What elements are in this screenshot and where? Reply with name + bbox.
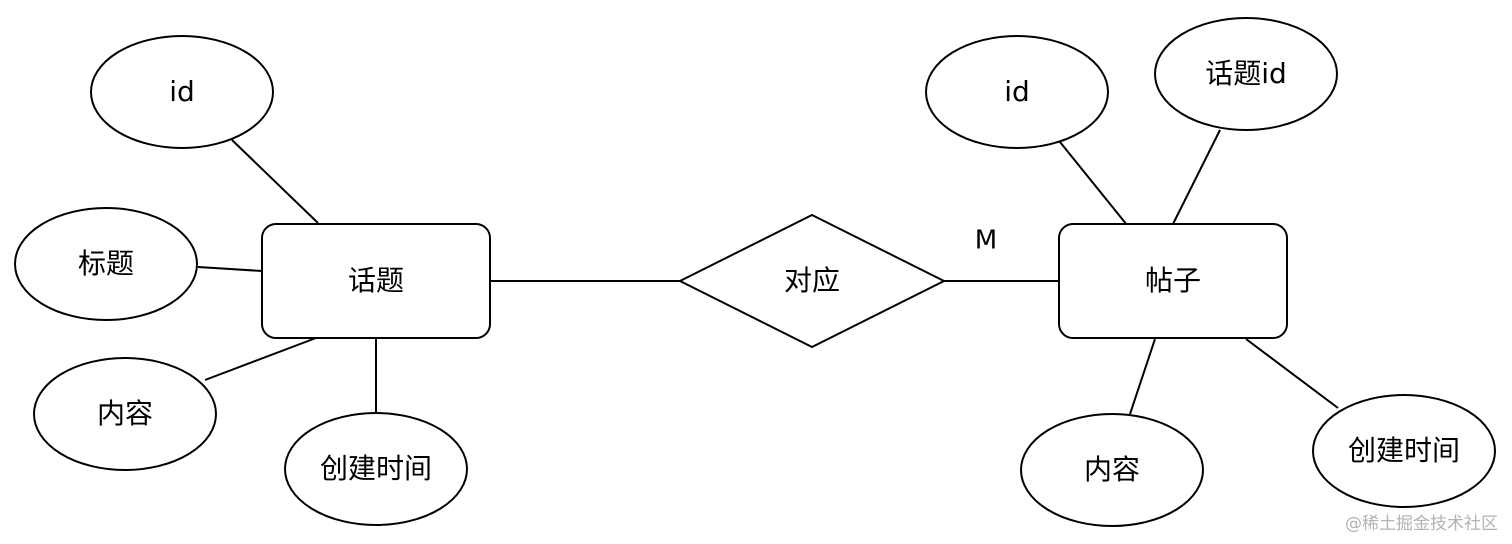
edge-topic-id — [231, 139, 319, 224]
attribute-topic-created-time: 创建时间 — [284, 412, 468, 526]
attribute-topic-id-ellipse — [90, 35, 274, 149]
entity-topic: 话题 — [261, 223, 491, 339]
attribute-topic-title-ellipse — [14, 207, 198, 321]
attribute-topic-content-label: 内容 — [97, 397, 153, 430]
edge-post-topic-id — [1172, 129, 1221, 225]
entity-post: 帖子 — [1058, 223, 1288, 339]
edge-post-created-time — [1245, 338, 1339, 409]
attribute-topic-created-time-label: 创建时间 — [320, 452, 432, 485]
attribute-post-topic-id: 话题id — [1154, 17, 1338, 131]
attribute-topic-id: id — [90, 35, 274, 149]
attribute-topic-title: 标题 — [14, 207, 198, 321]
attribute-topic-id-label: id — [169, 75, 195, 108]
attribute-post-topic-id-ellipse — [1154, 17, 1338, 131]
watermark: @稀土掘金技术社区 — [1345, 514, 1498, 534]
attribute-post-id-ellipse — [925, 35, 1109, 149]
edge-topic-title — [197, 266, 263, 272]
entity-topic-box — [261, 223, 491, 339]
relationship-correspond: 对应 — [677, 213, 947, 349]
attribute-post-created-time-ellipse — [1312, 394, 1496, 508]
edges — [197, 129, 1339, 415]
attribute-post-id-label: id — [1004, 75, 1030, 108]
attribute-post-topic-id-label: 话题id — [1205, 57, 1287, 90]
attribute-topic-title-label: 标题 — [78, 247, 134, 280]
edge-topic-content — [204, 337, 317, 381]
cardinality-post-side: M — [975, 226, 997, 256]
relationship-diamond — [677, 213, 947, 349]
attribute-post-content: 内容 — [1020, 413, 1204, 527]
relationship-label: 对应 — [784, 264, 840, 297]
attribute-topic-content: 内容 — [33, 357, 217, 471]
entity-post-label: 帖子 — [1145, 264, 1201, 297]
attribute-topic-created-time-ellipse — [284, 412, 468, 526]
attribute-post-created-time: 创建时间 — [1312, 394, 1496, 508]
attribute-post-content-ellipse — [1020, 413, 1204, 527]
entity-post-box — [1058, 223, 1288, 339]
edge-post-id — [1059, 141, 1128, 226]
attribute-post-created-time-label: 创建时间 — [1348, 434, 1460, 467]
attribute-post-content-label: 内容 — [1084, 453, 1140, 486]
entity-topic-label: 话题 — [348, 264, 404, 297]
edge-post-content — [1129, 338, 1156, 415]
attribute-topic-content-ellipse — [33, 357, 217, 471]
attribute-post-id: id — [925, 35, 1109, 149]
